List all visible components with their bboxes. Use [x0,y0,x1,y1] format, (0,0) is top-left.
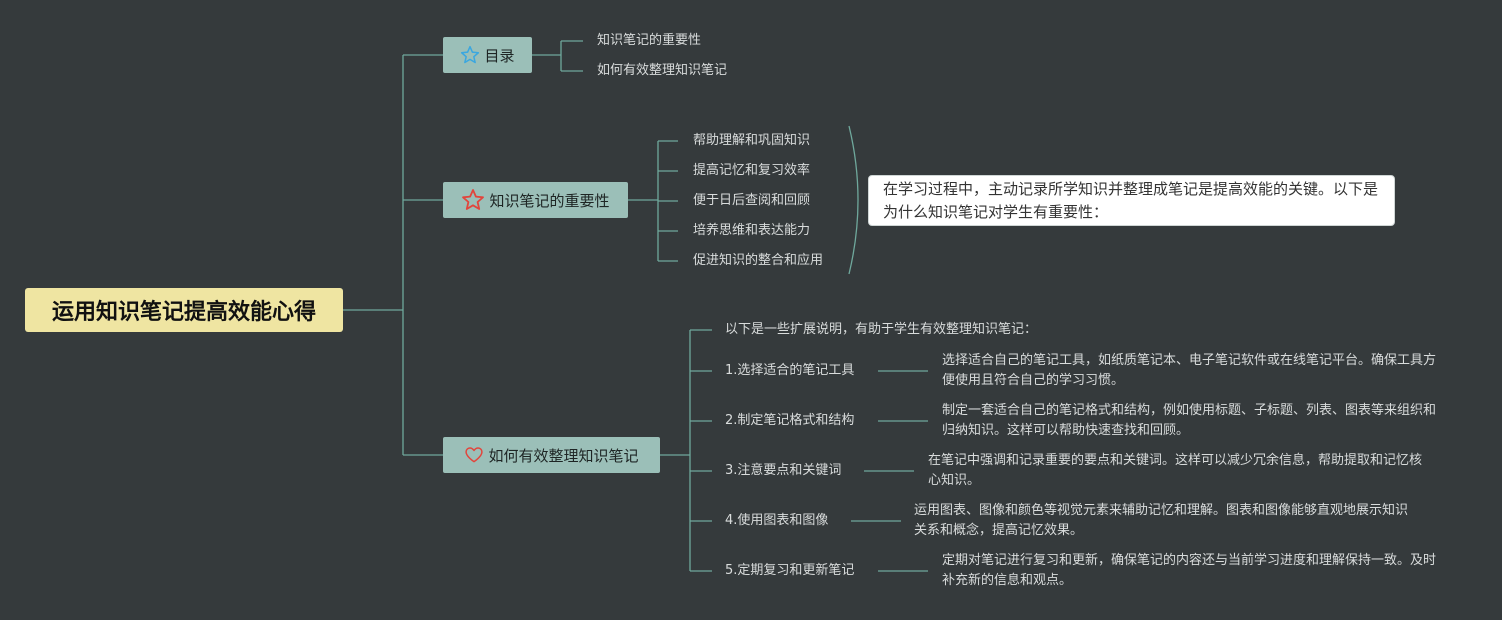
importance-item[interactable]: 促进知识的整合和应用 [693,253,824,268]
organize-item-title[interactable]: 5.定期复习和更新笔记 [725,563,855,578]
connector-importance-leaves [628,140,678,262]
organize-item-title[interactable]: 1.选择适合的笔记工具 [725,363,855,378]
organize-item-detail[interactable]: 定期对笔记进行复习和更新，确保笔记的内容还与当前学习进度和理解保持一致。及时补充… [942,553,1437,588]
importance-item[interactable]: 培养思维和表达能力 [693,223,811,238]
importance-callout-text: 在学习过程中，主动记录所学知识并整理成笔记是提高效能的关键。以下是为什么知识笔记… [883,180,1379,221]
branch-organize-label: 如何有效整理知识笔记 [488,446,639,465]
branch-toc-label: 目录 [484,46,515,65]
branch-importance-label: 知识笔记的重要性 [489,191,610,210]
star-outline-icon [462,189,485,210]
heart-outline-icon [465,447,484,463]
branch-importance[interactable]: 知识笔记的重要性 [443,182,628,218]
importance-item[interactable]: 提高记忆和复习效率 [693,163,811,178]
organize-item-title[interactable]: 2.制定笔记格式和结构 [725,413,855,428]
connector-toc-leaves [532,40,583,72]
organize-item-title[interactable]: 3.注意要点和关键词 [725,463,842,478]
importance-item[interactable]: 便于日后查阅和回顾 [693,193,811,208]
importance-callout[interactable]: 在学习过程中，主动记录所学知识并整理成笔记是提高效能的关键。以下是为什么知识笔记… [868,175,1395,226]
organize-item-detail[interactable]: 运用图表、图像和颜色等视觉元素来辅助记忆和理解。图表和图像能够直观地展示知识关系… [914,503,1409,538]
brace-line [848,125,859,275]
root-topic[interactable]: 运用知识笔记提高效能心得 [25,288,343,332]
toc-item[interactable]: 如何有效整理知识笔记 [597,63,728,78]
organize-item-detail[interactable]: 制定一套适合自己的笔记格式和结构，例如使用标题、子标题、列表、图表等来组织和归纳… [942,403,1437,438]
organize-item-detail[interactable]: 选择适合自己的笔记工具，如纸质笔记本、电子笔记软件或在线笔记平台。确保工具方便使… [942,353,1437,388]
root-topic-label: 运用知识笔记提高效能心得 [51,300,316,325]
star-outline-icon [461,45,480,64]
organize-item-title[interactable]: 4.使用图表和图像 [725,513,829,528]
organize-item-detail[interactable]: 在笔记中强调和记录重要的要点和关键词。这样可以减少冗余信息，帮助提取和记忆核心知… [928,453,1423,488]
branch-organize[interactable]: 如何有效整理知识笔记 [443,437,660,473]
importance-item[interactable]: 帮助理解和巩固知识 [693,133,811,148]
connector-organize-leaves [660,329,712,572]
organize-intro[interactable]: 以下是一些扩展说明，有助于学生有效整理知识笔记： [725,322,1038,337]
toc-item[interactable]: 知识笔记的重要性 [597,33,702,48]
branch-toc[interactable]: 目录 [443,37,532,73]
